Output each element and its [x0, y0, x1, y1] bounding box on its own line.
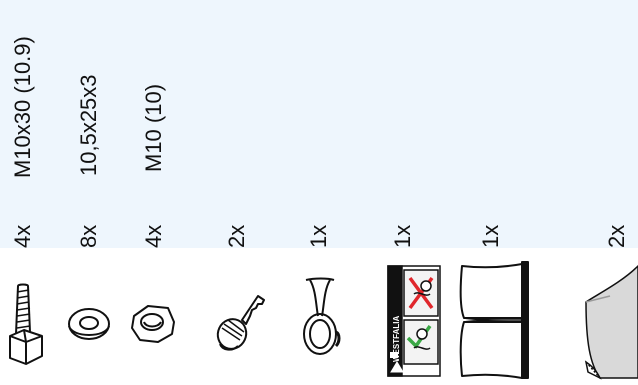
item-2-spec: 10,5x25x3 — [78, 74, 100, 176]
item-8-quantity: 2x — [606, 225, 628, 248]
item-5-quantity: 1x — [308, 225, 330, 248]
cleaning-cloth-icon — [582, 262, 638, 380]
item-2-quantity: 8x — [78, 225, 100, 248]
item-1-quantity: 4x — [12, 225, 34, 248]
key-icon — [212, 290, 268, 354]
item-6-quantity: 1x — [392, 225, 414, 248]
parts-list-panel: M10x30 (10.9) 10,5x25x3 M10 (10) 4x 8x 4… — [0, 0, 638, 248]
washer-icon — [66, 304, 112, 344]
item-1-spec: M10x30 (10.9) — [12, 36, 34, 178]
warning-sticker-icon: WESTFALIA — [386, 264, 442, 378]
item-4-quantity: 2x — [226, 225, 248, 248]
item-3-spec: M10 (10) — [143, 84, 165, 172]
item-3-quantity: 4x — [143, 225, 165, 248]
socket-cover-ring-icon — [296, 276, 344, 358]
hex-bolt-icon — [4, 282, 48, 368]
manual-booklet-icon — [456, 258, 532, 382]
item-7-quantity: 1x — [480, 225, 502, 248]
hex-nut-icon — [128, 300, 178, 348]
